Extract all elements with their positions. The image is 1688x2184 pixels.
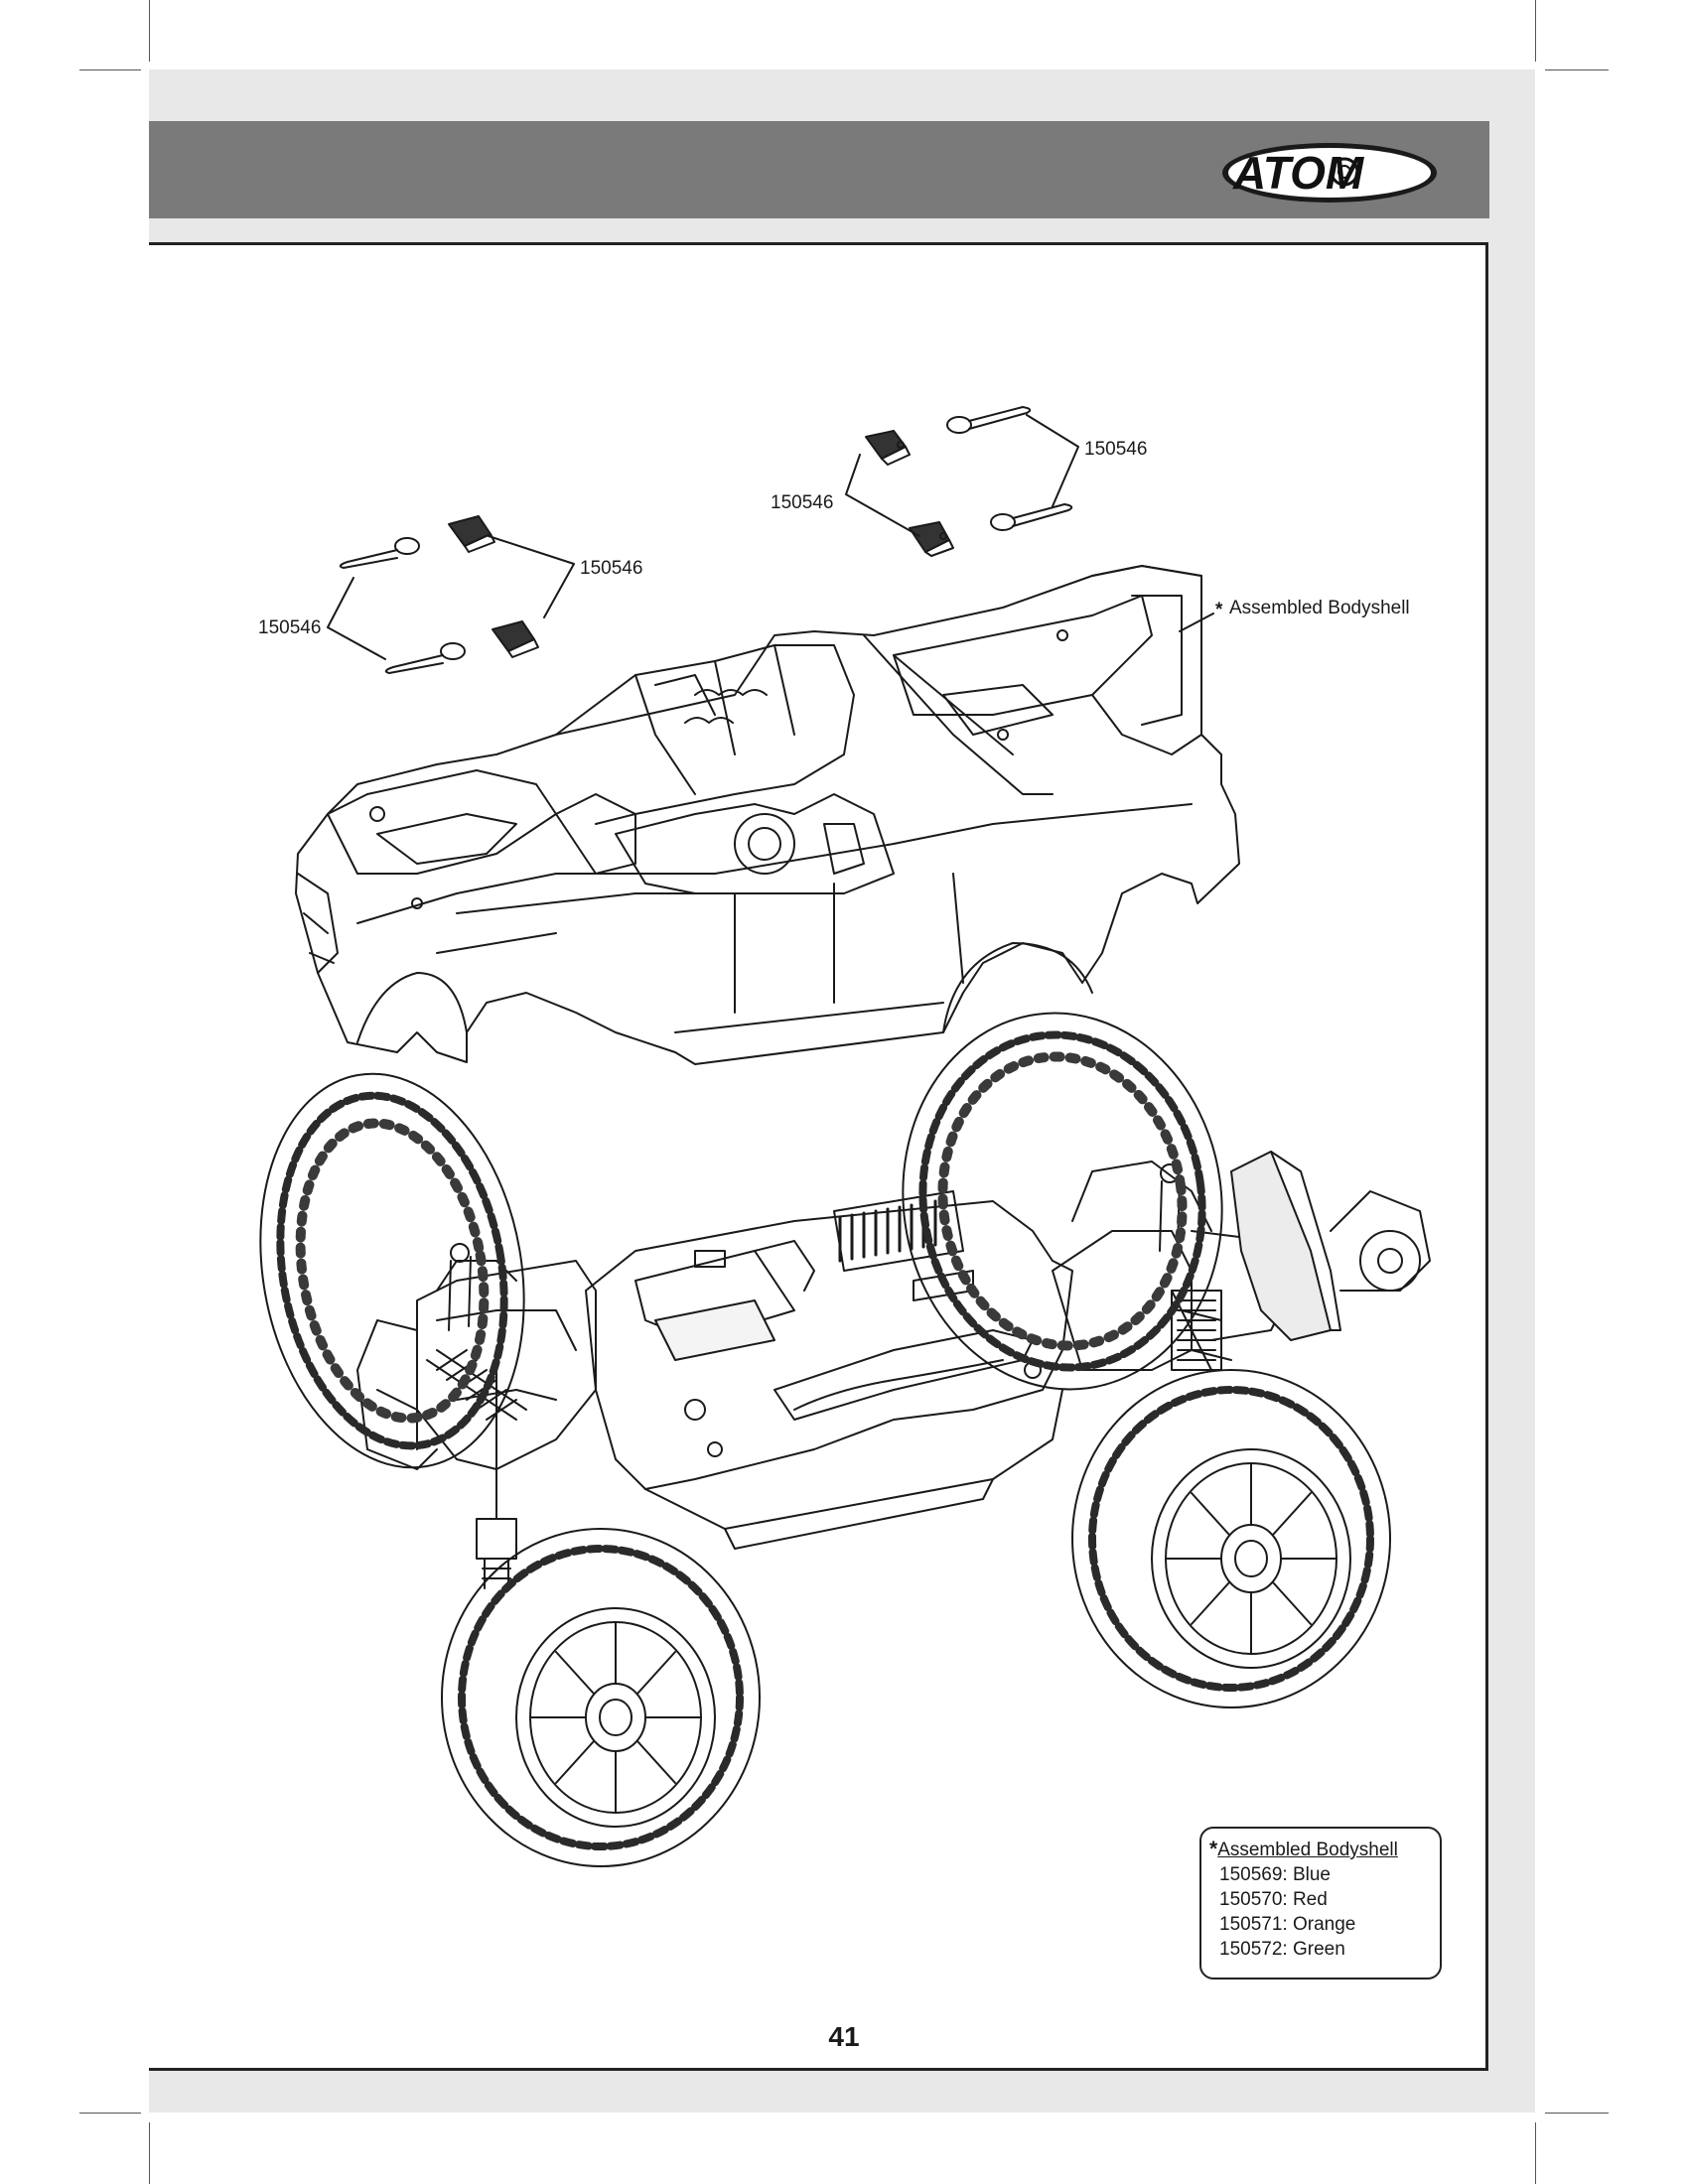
legend-item-blue: 150569: Blue: [1219, 1864, 1331, 1885]
body-post-mount: [865, 430, 911, 466]
logo-text: ATOM: [1232, 147, 1365, 199]
crop-mark: [149, 2122, 150, 2184]
legend-asterisk: *: [1209, 1838, 1218, 1860]
leader-line: [488, 535, 575, 618]
body-post-mount: [448, 515, 495, 553]
crop-mark: [1545, 2113, 1609, 2114]
legend-title: *Assembled Bodyshell: [1209, 1837, 1440, 1862]
leader-line: [1026, 414, 1079, 507]
wheel-front-right: [441, 1528, 761, 1867]
atom-logo: ATOM: [1222, 143, 1437, 203]
body-clip: [339, 537, 420, 569]
callout-clip-top-right: 150546: [1084, 439, 1147, 460]
body-post-mount: [909, 521, 954, 557]
callout-clip-mid-right: 150546: [580, 558, 642, 579]
bodyshell-drawing: [295, 565, 1240, 1065]
body-clip: [384, 642, 466, 674]
body-post-mount: [492, 620, 539, 658]
wheel-front-left: [259, 1072, 525, 1469]
wheel-rear-left: [902, 1012, 1223, 1391]
leader-line: [327, 577, 386, 660]
body-clip: [946, 406, 1032, 434]
crop-mark: [79, 69, 141, 70]
callout-clip-mid-left: 150546: [258, 617, 321, 638]
page-number: 41: [828, 2021, 860, 2052]
body-clip: [990, 503, 1073, 531]
callout-bodyshell: Assembled Bodyshell: [1229, 598, 1410, 618]
crop-mark: [1545, 69, 1609, 70]
leader-line: [1179, 613, 1214, 632]
legend-item-green: 150572: Green: [1219, 1939, 1345, 1960]
crop-mark: [79, 2113, 141, 2114]
callout-clip-top-left: 150546: [771, 492, 833, 513]
legend-item-red: 150570: Red: [1219, 1889, 1328, 1910]
leader-line: [845, 454, 920, 537]
crop-mark: [1535, 0, 1536, 62]
callout-asterisk: *: [1215, 600, 1223, 620]
bodyshell-legend: *Assembled Bodyshell 150569: Blue 150570…: [1199, 1827, 1442, 1979]
legend-item-orange: 150571: Orange: [1219, 1914, 1356, 1935]
crop-mark: [1535, 2122, 1536, 2184]
wheel-rear-right: [1071, 1369, 1391, 1708]
legend-title-text: Assembled Bodyshell: [1217, 1840, 1398, 1860]
crop-mark: [149, 0, 150, 62]
